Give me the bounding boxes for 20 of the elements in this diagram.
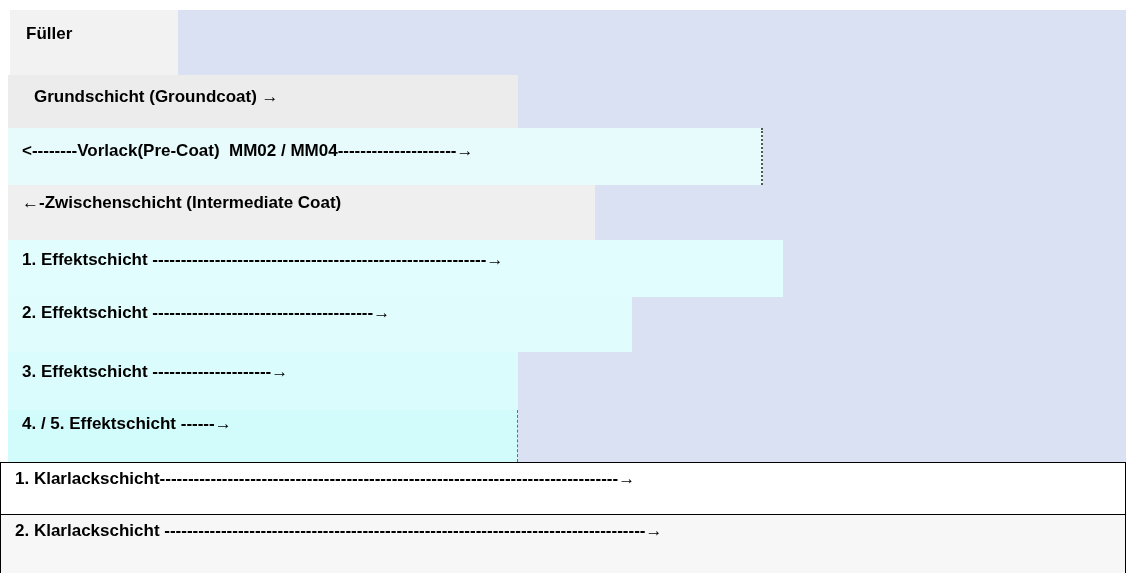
layer-band — [10, 10, 178, 75]
layer-label: Grundschicht (Groundcoat) → — [34, 87, 279, 107]
layer-label: 2. Effektschicht ---------------------------------------→ — [22, 303, 391, 323]
layer-label: ←-Zwischenschicht (Intermediate Coat) — [22, 193, 342, 213]
layer-label: 2. Klarlackschicht -------------------------------------------------------------------------------------→ — [15, 521, 663, 541]
layer-band — [8, 128, 763, 185]
layer-band — [8, 75, 518, 128]
layer-band — [8, 352, 518, 410]
layer-label: 1. Effektschicht -----------------------------------------------------------→ — [22, 250, 504, 270]
layer-band — [0, 462, 1126, 515]
layer-label: Füller — [26, 24, 73, 44]
layer-band — [8, 240, 783, 297]
layer-label: <--------Vorlack(Pre-Coat) MM02 / MM04---------------------→ — [22, 141, 474, 161]
layer-band — [8, 185, 595, 240]
layer-band — [8, 297, 632, 352]
layer-label: 1. Klarlackschicht---------------------------------------------------------------------------------→ — [15, 469, 636, 489]
layer-band — [8, 410, 518, 462]
layer-band — [0, 515, 1126, 573]
layer-label: 4. / 5. Effektschicht ------→ — [22, 414, 232, 434]
layer-label: 3. Effektschicht ---------------------→ — [22, 362, 289, 382]
